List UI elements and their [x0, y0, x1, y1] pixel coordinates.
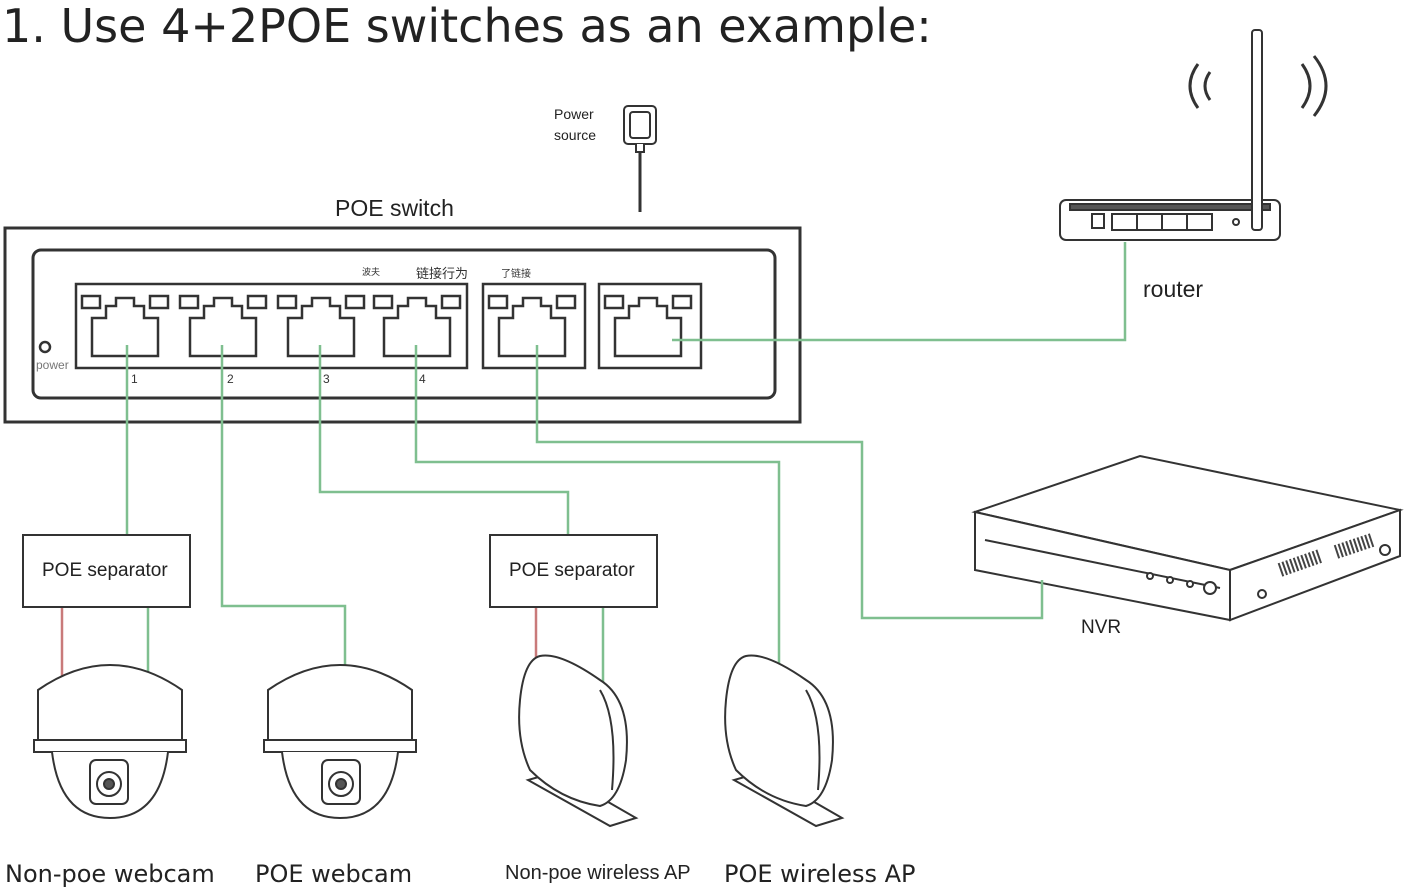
- poe-separator-box: POE separator: [489, 534, 658, 608]
- port-number: 4: [419, 372, 426, 386]
- device-label-poe-webcam: POE webcam: [255, 860, 413, 888]
- device-label-poe-ap: POE wireless AP: [724, 860, 916, 888]
- power-plug-icon: [623, 105, 657, 212]
- dome-camera-icon: [33, 664, 187, 820]
- device-label-non-poe-ap: Non-poe wireless AP: [505, 862, 691, 884]
- device-label-non-poe-webcam: Non-poe webcam: [5, 860, 215, 888]
- dome-camera-icon: [263, 664, 417, 820]
- switch-label: POE switch: [335, 195, 454, 221]
- router-icon: [1059, 29, 1328, 241]
- ethernet-port-icon: [487, 294, 577, 358]
- ethernet-port-icon: [372, 294, 462, 358]
- power-indicator-label: power: [36, 358, 69, 372]
- ethernet-port-icon: [603, 294, 693, 358]
- nvr-icon: [971, 454, 1404, 622]
- power-led-icon: [38, 340, 52, 354]
- switch-chinese-label: 链接行为: [416, 266, 469, 281]
- wireless-ap-icon: [518, 654, 639, 828]
- port-number: 1: [131, 372, 138, 386]
- ethernet-port-icon: [178, 294, 268, 358]
- poe-separator-box: POE separator: [22, 534, 191, 608]
- power-cables: [60, 607, 538, 676]
- ethernet-port-icon: [80, 294, 170, 358]
- port-number: 2: [227, 372, 234, 386]
- router-label: router: [1143, 276, 1204, 302]
- wireless-ap-icon: [724, 654, 845, 828]
- switch-ports: [80, 294, 693, 358]
- cables: [125, 242, 1127, 690]
- switch-chinese-label: 波夫: [362, 267, 381, 277]
- port-number: 3: [323, 372, 330, 386]
- page-title: 1. Use 4+2POE switches as an example:: [2, 0, 932, 53]
- poe-separator-label: POE separator: [509, 560, 635, 581]
- switch-chinese-label: 了链接: [501, 269, 531, 280]
- nvr-label: NVR: [1081, 617, 1122, 638]
- ethernet-port-icon: [276, 294, 366, 358]
- power-source-label: Power source: [554, 106, 597, 143]
- poe-separator-label: POE separator: [42, 560, 168, 581]
